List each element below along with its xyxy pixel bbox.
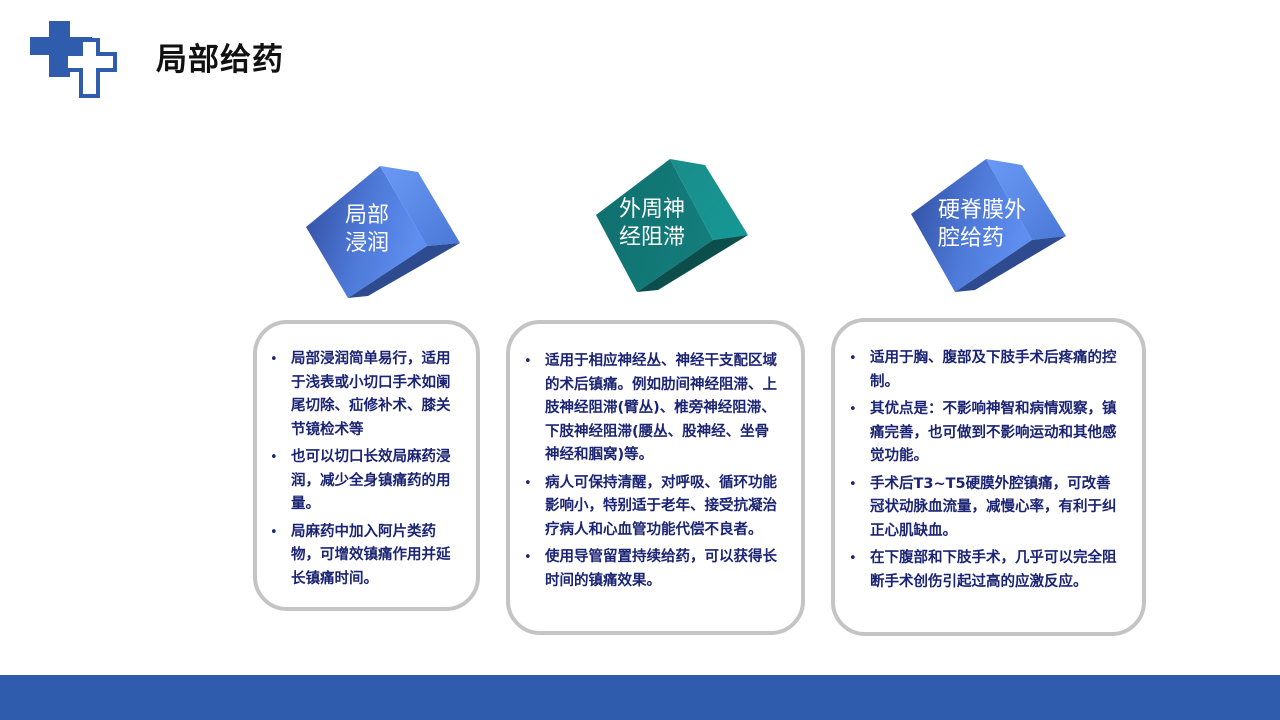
bullet-item: 局部浸润简单易行，适用于浅表或小切口手术如阑尾切除、疝修补术、膝关节镜检术等 (270, 348, 454, 442)
medical-cross-icon (30, 21, 117, 98)
cube-label-epidural: 硬脊膜外 腔给药 (938, 198, 1027, 251)
bullet-item: 使用导管留置持续给药，可以获得长时间的镇痛效果。 (524, 546, 779, 593)
bullet-item: 适用于相应神经丛、神经干支配区域的术后镇痛。例如肋间神经阻滞、上肢神经阻滞(臂丛… (524, 350, 779, 468)
bullet-item: 其优点是：不影响神智和病情观察，镇痛完善，也可做到不影响运动和其他感觉功能。 (849, 398, 1118, 469)
info-box-epidural: 适用于胸、腹部及下肢手术后疼痛的控制。 其优点是：不影响神智和病情观察，镇痛完善… (831, 318, 1146, 636)
bullet-item: 病人可保持清醒，对呼吸、循环功能影响小，特别适于老年、接受抗凝治疗病人和心血管功… (524, 472, 779, 543)
info-box-peripheral-nerve-block: 适用于相应神经丛、神经干支配区域的术后镇痛。例如肋间神经阻滞、上肢神经阻滞(臂丛… (506, 320, 805, 635)
page-title: 局部给药 (156, 42, 284, 78)
bullet-item: 手术后T3~T5硬膜外腔镇痛，可改善冠状动脉血流量，减慢心率，有利于纠正心肌缺血… (849, 473, 1118, 544)
bullet-item: 也可以切口长效局麻药浸润，减少全身镇痛药的用量。 (270, 446, 454, 517)
bullet-item: 适用于胸、腹部及下肢手术后疼痛的控制。 (849, 347, 1118, 394)
info-box-local-infiltration: 局部浸润简单易行，适用于浅表或小切口手术如阑尾切除、疝修补术、膝关节镜检术等 也… (253, 320, 480, 611)
footer-bar (0, 675, 1280, 720)
cube-label-local-infiltration: 局部 浸润 (345, 203, 390, 256)
cube-label-peripheral-nerve-block: 外周神 经阻滞 (619, 197, 686, 250)
bullet-item: 在下腹部和下肢手术，几乎可以完全阻断手术创伤引起过高的应激反应。 (849, 547, 1118, 594)
bullet-item: 局麻药中加入阿片类药物，可增效镇痛作用并延长镇痛时间。 (270, 521, 454, 592)
